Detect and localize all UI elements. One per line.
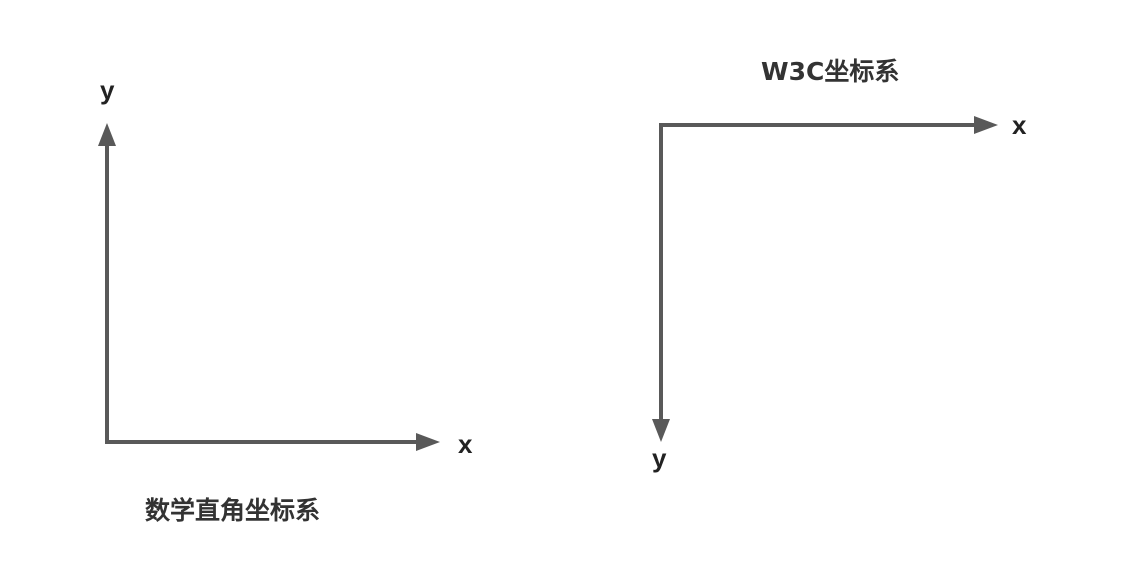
w3c-caption: W3C坐标系 xyxy=(761,57,899,86)
cartesian-y-arrow-icon xyxy=(98,123,116,146)
cartesian-coordinate-system: y x 数学直角坐标系 xyxy=(98,75,473,525)
cartesian-x-label: x xyxy=(458,429,473,459)
cartesian-y-label: y xyxy=(100,75,115,105)
w3c-coordinate-system: W3C坐标系 x y xyxy=(652,57,1027,473)
w3c-x-arrow-icon xyxy=(974,116,998,134)
cartesian-x-arrow-icon xyxy=(416,433,440,451)
w3c-x-label: x xyxy=(1012,110,1027,140)
cartesian-caption: 数学直角坐标系 xyxy=(145,496,320,525)
w3c-y-label: y xyxy=(652,443,667,473)
w3c-y-arrow-icon xyxy=(652,419,670,442)
